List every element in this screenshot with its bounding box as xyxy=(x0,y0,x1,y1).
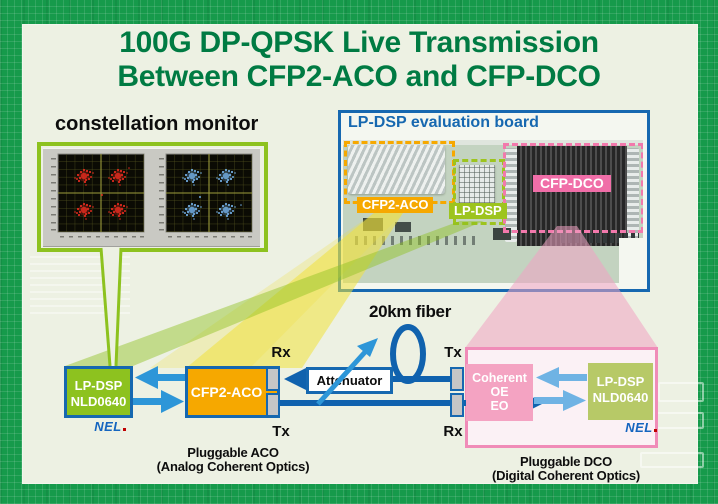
board-notch xyxy=(619,238,643,283)
fiber-length-label: 20km fiber xyxy=(368,302,452,321)
dco-rx-label: Rx xyxy=(443,423,463,440)
cfp-dco-chip-label: CFP-DCO xyxy=(533,175,611,192)
cfp2-aco-chip-label: CFP2-ACO xyxy=(357,197,434,213)
lp-dsp-chip-label: LP-DSP xyxy=(449,203,507,219)
pcb-smd-row xyxy=(355,236,475,245)
cfp2-aco-module: CFP2-ACO xyxy=(185,366,280,418)
aco-lp-dsp-line1: LP-DSP xyxy=(74,378,123,393)
aco-caption-line1: Pluggable ACO xyxy=(187,445,279,460)
cfp-dco-clamp-left xyxy=(505,148,517,242)
aco-rx-label: Rx xyxy=(271,344,291,361)
dco-lp-dsp-line1: LP-DSP xyxy=(596,374,645,389)
dco-caption-line2: (Digital Coherent Optics) xyxy=(491,467,641,483)
attenuator-box: Attenuator xyxy=(306,367,393,394)
pcb-component xyxy=(395,222,411,232)
dco-caption-line1: Pluggable DCO xyxy=(519,454,613,469)
coherent-line3: EO xyxy=(490,399,509,413)
pluggable-aco-caption: Pluggable ACO (Analog Coherent Optics) xyxy=(128,446,338,473)
aco-rx-port xyxy=(266,367,280,391)
dco-rx-port xyxy=(450,393,464,417)
aco-tx-label: Tx xyxy=(272,423,290,440)
aco-lp-dsp-module: LP-DSP NLD0640 xyxy=(64,366,133,418)
evaluation-board-photo: CFP2-ACO LP-DSP CFP-DCO xyxy=(343,140,643,283)
cfp2-aco-outline xyxy=(344,141,455,204)
cfp-dco-clamp-right xyxy=(627,148,639,242)
coherent-line1: Coherent xyxy=(472,371,527,385)
dco-tx-port xyxy=(450,367,464,391)
aco-caption-line2: (Analog Coherent Optics) xyxy=(156,458,310,474)
cfp2-aco-heatsink xyxy=(348,145,445,194)
pluggable-dco-caption: Pluggable DCO (Digital Coherent Optics) xyxy=(461,455,671,482)
constellation-panel-y xyxy=(153,150,258,245)
constellation-monitor-image xyxy=(43,148,260,247)
page-title-line2: Between CFP2-ACO and CFP-DCO xyxy=(117,60,601,93)
aco-lp-dsp-line2: NLD0640 xyxy=(70,394,127,409)
dco-tx-label: Tx xyxy=(444,344,462,361)
page-title-line1: 100G DP-QPSK Live Transmission xyxy=(119,26,599,59)
pcb-component xyxy=(363,218,383,231)
constellation-panel-x xyxy=(45,150,150,245)
nel-logo: NEL xyxy=(617,420,665,435)
board-edge xyxy=(343,140,643,145)
coherent-line2: OE xyxy=(490,385,509,399)
aco-tx-port xyxy=(266,393,280,417)
coherent-oe-eo-module: Coherent OE EO xyxy=(466,364,533,421)
evaluation-board-title: LP-DSP evaluation board xyxy=(348,114,539,131)
dco-lp-dsp-module: LP-DSP NLD0640 xyxy=(588,363,653,420)
constellation-monitor-label: constellation monitor xyxy=(55,113,259,135)
page-title: 100G DP-QPSK Live Transmission Between C… xyxy=(30,26,688,94)
dco-lp-dsp-line2: NLD0640 xyxy=(592,390,649,405)
nel-logo: NEL xyxy=(86,419,134,434)
